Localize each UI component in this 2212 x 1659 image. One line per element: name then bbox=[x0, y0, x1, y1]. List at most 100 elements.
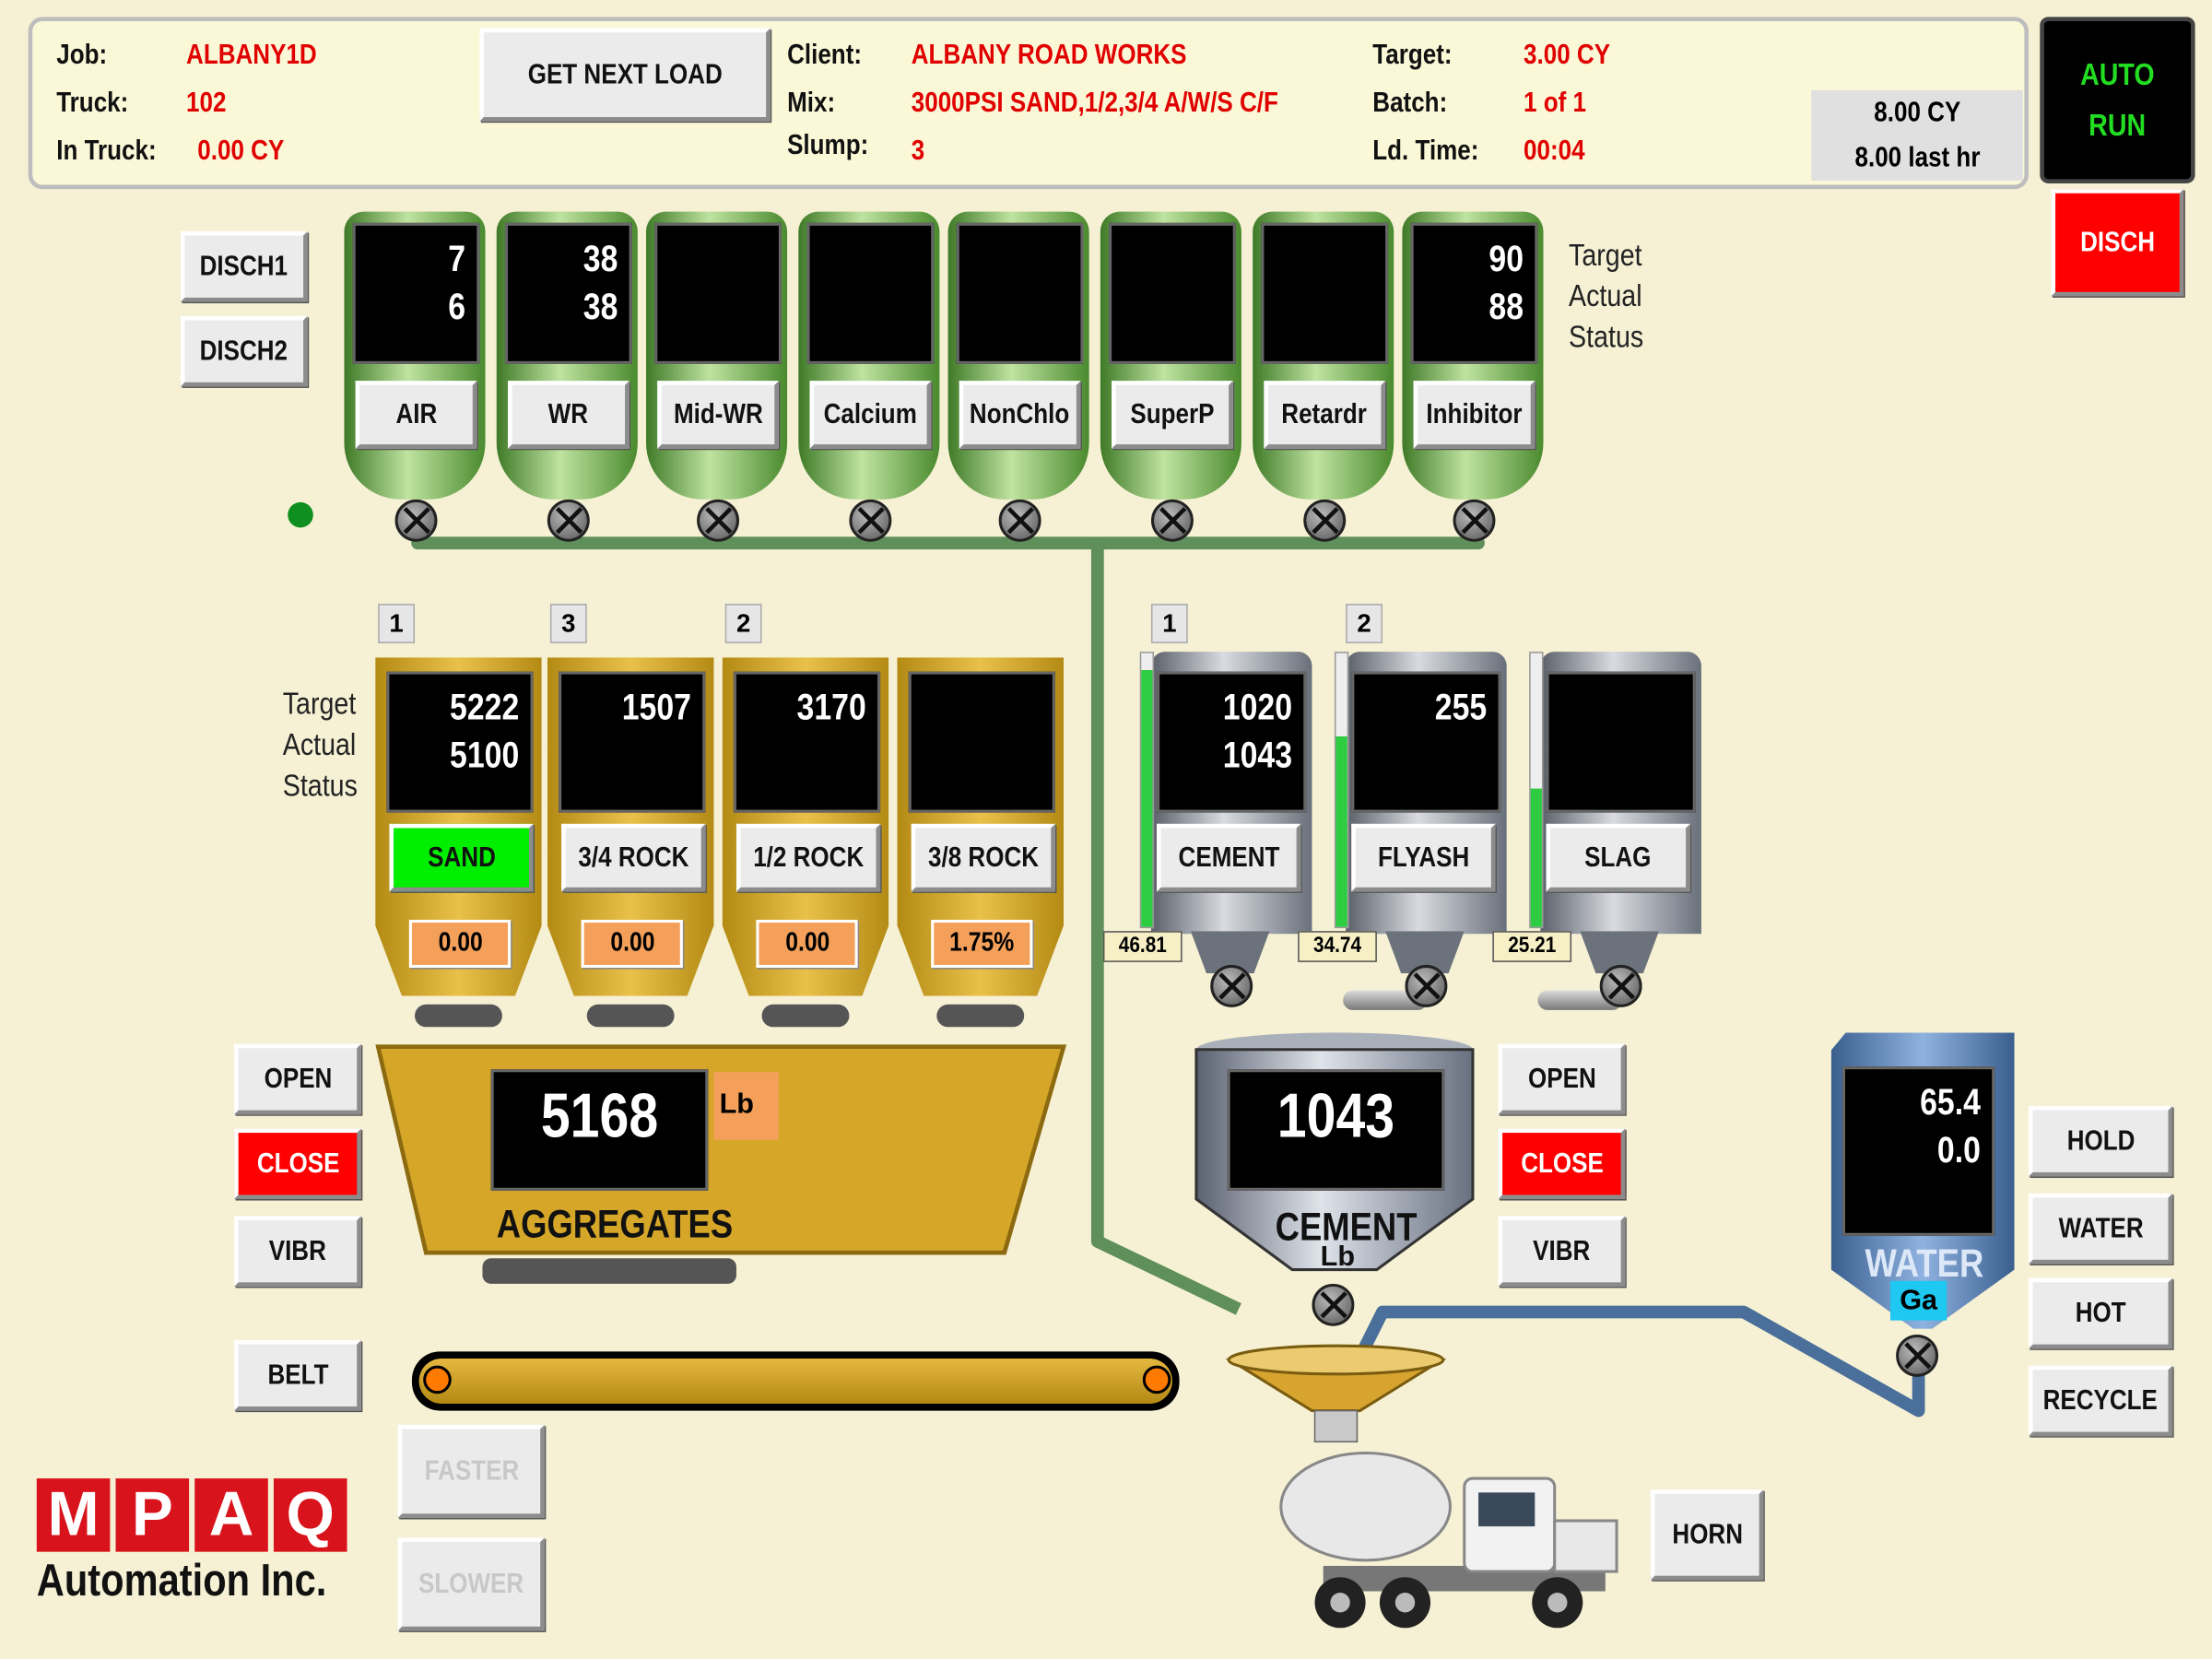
cem-target: 255 bbox=[1434, 685, 1488, 728]
agg-button-1-2-rock[interactable]: 1/2 ROCK bbox=[735, 823, 881, 892]
admix-button-inhibitor[interactable]: Inhibitor bbox=[1413, 381, 1535, 449]
water-display: 65.4 0.0 bbox=[1841, 1066, 1995, 1236]
legend-status: Status bbox=[1569, 318, 1644, 355]
admix-target: 38 bbox=[582, 237, 618, 280]
admix-valve-icon[interactable] bbox=[849, 499, 892, 542]
belt-roller-right bbox=[1142, 1365, 1171, 1394]
hold-button[interactable]: HOLD bbox=[2029, 1105, 2173, 1177]
admix-valve-icon[interactable] bbox=[547, 499, 590, 542]
status-indicator-dot bbox=[288, 501, 313, 528]
admix-display-calcium bbox=[806, 222, 935, 364]
cem-valve-icon[interactable] bbox=[1599, 964, 1642, 1007]
admix-button-air[interactable]: AIR bbox=[355, 381, 477, 449]
disch2-button[interactable]: DISCH2 bbox=[180, 315, 308, 387]
summary-total: 8.00 CY bbox=[1874, 97, 1961, 129]
aggregate-weight-display: 5168 bbox=[490, 1069, 709, 1191]
auto-run-indicator[interactable]: AUTO RUN bbox=[2040, 17, 2195, 183]
run-label: RUN bbox=[2088, 107, 2147, 143]
agg-vibr-button[interactable]: VIBR bbox=[234, 1216, 361, 1287]
agg-moisture[interactable]: 1.75% bbox=[931, 919, 1033, 968]
slump-value: 3 bbox=[911, 135, 925, 167]
hot-button[interactable]: HOT bbox=[2029, 1277, 2173, 1349]
cem-level-gauge bbox=[1334, 652, 1349, 929]
slump-label: Slump: bbox=[787, 129, 869, 161]
admix-valve-icon[interactable] bbox=[697, 499, 740, 542]
admix-button-retardr[interactable]: Retardr bbox=[1264, 381, 1386, 449]
aggregate-hopper-label: AGGREGATES bbox=[496, 1202, 734, 1246]
load-time-value: 00:04 bbox=[1524, 135, 1585, 167]
cem-level-value: 46.81 bbox=[1102, 931, 1182, 962]
batch-label: Batch: bbox=[1372, 87, 1448, 119]
cem-open-button[interactable]: OPEN bbox=[1498, 1043, 1626, 1115]
admix-button-wr[interactable]: WR bbox=[508, 381, 629, 449]
logo-letter: P bbox=[115, 1478, 190, 1552]
agg-open-button[interactable]: OPEN bbox=[234, 1043, 361, 1115]
admix-valve-icon[interactable] bbox=[1453, 499, 1496, 542]
cem-display-flyash: 255 bbox=[1351, 671, 1501, 813]
cement-discharge-valve-icon[interactable] bbox=[1312, 1283, 1355, 1326]
production-summary: 8.00 CY 8.00 last hr bbox=[1811, 89, 2023, 181]
cem-button-cement[interactable]: CEMENT bbox=[1157, 823, 1301, 892]
agg-bin-number: 2 bbox=[724, 604, 762, 643]
legend-actual: Actual bbox=[282, 726, 357, 762]
agg-button-3-8-rock[interactable]: 3/8 ROCK bbox=[911, 823, 1055, 892]
agg-button-3-4-rock[interactable]: 3/4 ROCK bbox=[561, 823, 706, 892]
get-next-load-button[interactable]: GET NEXT LOAD bbox=[479, 28, 771, 122]
agg-gate bbox=[761, 1004, 850, 1028]
water-valve-icon[interactable] bbox=[1896, 1334, 1939, 1377]
disch-button[interactable]: DISCH bbox=[2051, 189, 2184, 297]
belt-button[interactable]: BELT bbox=[234, 1340, 361, 1411]
admix-actual: 38 bbox=[582, 285, 618, 328]
admix-valve-icon[interactable] bbox=[1150, 499, 1194, 542]
agg-moisture[interactable]: 0.00 bbox=[581, 919, 683, 968]
cem-silo-number: 2 bbox=[1346, 604, 1382, 643]
belt-roller-left bbox=[423, 1365, 452, 1394]
job-label: Job: bbox=[56, 39, 108, 71]
agg-gate bbox=[936, 1004, 1025, 1028]
intruck-value: 0.00 CY bbox=[197, 135, 285, 167]
conveyor-belt bbox=[411, 1351, 1180, 1411]
cem-vibr-button[interactable]: VIBR bbox=[1498, 1216, 1626, 1287]
admix-button-nonchlo[interactable]: NonChlo bbox=[959, 381, 1081, 449]
water-label: WATER bbox=[1865, 1241, 1984, 1286]
admix-button-superp[interactable]: SuperP bbox=[1112, 381, 1233, 449]
agg-moisture[interactable]: 0.00 bbox=[756, 919, 858, 968]
cem-silo-number: 1 bbox=[1150, 604, 1188, 643]
agg-display-3-4-rock: 1507 bbox=[559, 671, 706, 813]
aggregate-legend: Target Actual Status bbox=[271, 683, 358, 806]
agg-button-sand[interactable]: SAND bbox=[389, 823, 534, 892]
recycle-button[interactable]: RECYCLE bbox=[2029, 1365, 2173, 1437]
horn-button[interactable]: HORN bbox=[1650, 1489, 1764, 1581]
water-target: 65.4 bbox=[1920, 1080, 1981, 1124]
agg-target: 1507 bbox=[621, 685, 691, 728]
agg-moisture[interactable]: 0.00 bbox=[408, 919, 512, 968]
admix-button-mid-wr[interactable]: Mid-WR bbox=[657, 381, 779, 449]
header-panel bbox=[28, 17, 2030, 190]
faster-button[interactable]: FASTER bbox=[397, 1424, 545, 1518]
agg-gate bbox=[414, 1004, 502, 1028]
slower-button[interactable]: SLOWER bbox=[397, 1537, 545, 1631]
admix-display-superp bbox=[1109, 222, 1236, 364]
admix-button-calcium[interactable]: Calcium bbox=[809, 381, 932, 449]
disch1-button[interactable]: DISCH1 bbox=[180, 231, 308, 302]
cem-button-slag[interactable]: SLAG bbox=[1546, 823, 1690, 892]
cem-level-value: 25.21 bbox=[1492, 931, 1572, 962]
water-actual: 0.0 bbox=[1936, 1128, 1981, 1171]
agg-bin-number: 1 bbox=[378, 604, 415, 643]
water-button[interactable]: WATER bbox=[2029, 1193, 2173, 1265]
charge-funnel-icon bbox=[1225, 1344, 1447, 1443]
admix-valve-icon[interactable] bbox=[394, 499, 438, 542]
cem-button-flyash[interactable]: FLYASH bbox=[1351, 823, 1496, 892]
admix-valve-icon[interactable] bbox=[998, 499, 1041, 542]
admix-valve-icon[interactable] bbox=[1303, 499, 1347, 542]
cem-valve-icon[interactable] bbox=[1210, 964, 1253, 1007]
cem-valve-icon[interactable] bbox=[1405, 964, 1448, 1007]
agg-close-button[interactable]: CLOSE bbox=[234, 1128, 361, 1200]
cem-close-button[interactable]: CLOSE bbox=[1498, 1128, 1626, 1200]
admix-actual: 88 bbox=[1488, 285, 1524, 328]
legend-target: Target bbox=[282, 685, 357, 722]
mixer-truck-icon bbox=[1279, 1451, 1618, 1629]
